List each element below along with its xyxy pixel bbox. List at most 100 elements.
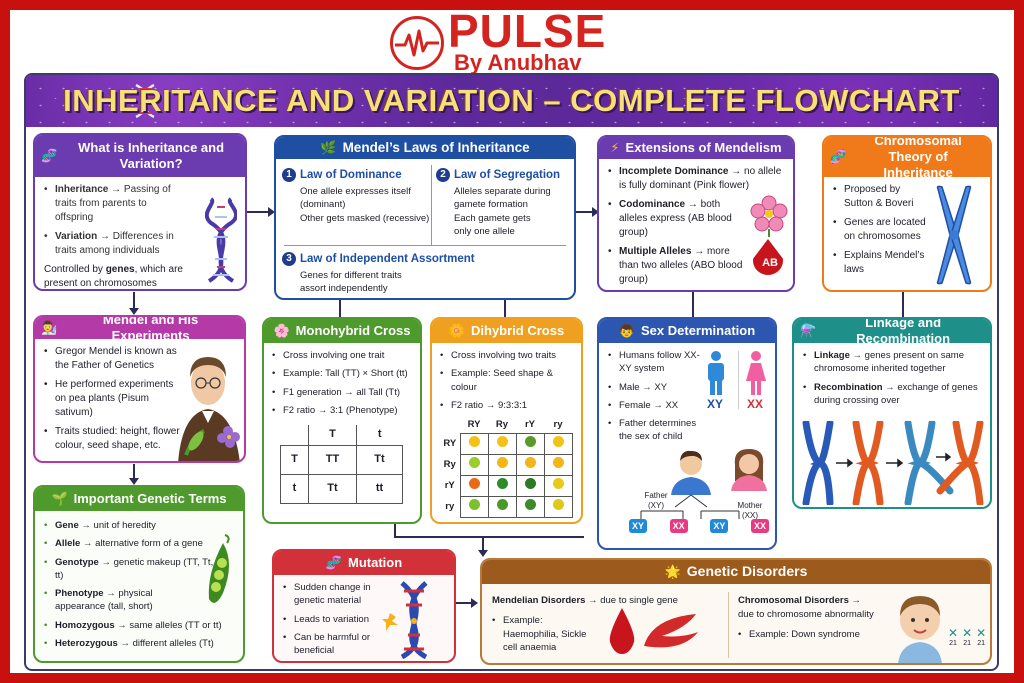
list-item: Sudden change in genetic material (283, 581, 376, 608)
list-item: Leads to variation (283, 613, 376, 627)
list-item: Allele → alternative form of a gene (44, 537, 234, 551)
sprout-icon: 🌿 (320, 139, 337, 155)
pea-seed-icon (552, 478, 564, 490)
list-item: Traits studied: height, flower colour, s… (44, 425, 182, 453)
pea-seed-icon (496, 436, 508, 448)
card-sex-determination: 👦Sex Determination Humans follow XX-XY s… (597, 317, 777, 550)
list-item: Example: Haemophilia, Sickle cell anaemi… (492, 614, 596, 655)
brand-name: PULSE (448, 5, 607, 57)
list-item: Incomplete Dominance → no allele is full… (608, 165, 785, 193)
lightning-icon: ⚡ (610, 139, 620, 155)
connector-line (247, 211, 271, 213)
connector-line (482, 536, 484, 552)
arrow-head (129, 308, 139, 315)
flowchart-frame: INHERITANCE AND VARIATION – COMPLETE FLO… (24, 73, 999, 671)
list-item: Codominance → both alleles express (AB b… (608, 198, 785, 240)
list-item: Cross involving two traits (440, 349, 573, 363)
flask-icon: ⚗️ (800, 322, 817, 338)
arrow-head (268, 207, 275, 217)
list-item: Recombination → exchange of genes during… (803, 381, 981, 408)
chromosome-icon: ✕ (962, 626, 973, 640)
card-title: What is Inheritance and Variation? (78, 139, 225, 171)
pink-flower-icon (750, 195, 788, 237)
card-mendel-experiments: 👨‍🔬 Mendel and His Experiments Gregor Men… (33, 315, 246, 463)
card-title: Mendel and His Experiments (102, 315, 199, 343)
offspring-chip: XX (750, 519, 769, 533)
pea-seed-icon (524, 457, 536, 469)
list-item: Can be harmful or beneficial (283, 631, 376, 658)
list-item: Heterozygous → different alleles (Tt) (44, 637, 234, 651)
dna-icon: 🧬 (41, 147, 58, 163)
card-title: Mutation (348, 554, 403, 570)
card-title: Linkage and Recombination (856, 317, 951, 346)
brand-tagline: By Anubhav (454, 50, 582, 75)
card-title: Chromosomal Theory of Inheritance (874, 135, 962, 181)
offspring-row: XY XX XY XX (629, 519, 769, 533)
list-item: Example: Down syndrome (738, 628, 888, 642)
pea-seed-icon (552, 457, 564, 469)
scientist-icon: 👨‍🔬 (41, 319, 58, 335)
list-item: Multiple Alleles → more than two alleles… (608, 245, 785, 287)
row-header: ry (445, 501, 455, 513)
inheritance-arrows (640, 494, 740, 519)
pea-seed-icon (496, 478, 508, 490)
list-item: Phenotype → physical appearance (tall, s… (44, 587, 234, 614)
card-title: Important Genetic Terms (73, 490, 227, 506)
pea-pod-icon (208, 534, 230, 603)
list-item: Genotype → genetic makeup (TT, Tt, tt) (44, 556, 234, 583)
pea-seed-icon (552, 436, 564, 448)
dna-helix-illustration (205, 197, 237, 283)
list-item: He performed experiments on pea plants (… (44, 378, 182, 420)
flower-icon: 🌸 (273, 322, 290, 338)
male-figure-icon (708, 351, 724, 395)
baby-face-illustration (898, 596, 942, 663)
chromosome-icon: ✕ (948, 626, 959, 640)
dna-icon (135, 83, 155, 119)
card-what-is-inheritance: 🧬 What is Inheritance and Variation? Inhe… (33, 133, 247, 291)
pea-seed-icon (524, 436, 536, 448)
list-item: Variation → Differences in traits among … (44, 230, 185, 258)
father-avatar (671, 450, 711, 495)
list-item: Example: Tall (TT) × Short (tt) (272, 367, 412, 381)
blue-chromosome-illustration (936, 185, 972, 285)
father-label: Father (XY) (644, 491, 668, 511)
card-title: Sex Determination (641, 322, 756, 338)
list-item: F1 generation → all Tall (Tt) (272, 386, 412, 400)
list-item: Example: Seed shape & colour (440, 367, 573, 394)
page-title: INHERITANCE AND VARIATION – COMPLETE FLO… (63, 83, 960, 118)
connector-line (576, 211, 596, 213)
card-genetic-terms: 🌱Important Genetic Terms Gene → unit of … (33, 485, 245, 663)
list-item: Female → XX (608, 399, 705, 413)
offspring-chip: XY (710, 519, 729, 533)
card-extensions-of-mendelism: ⚡ Extensions of Mendelism Incomplete Domi… (597, 135, 795, 292)
card-linkage-recombination: ⚗️ Linkage and Recombination Linkage → ge… (792, 317, 992, 509)
card-dihybrid-cross: 🌼 Dihybrid Cross Cross involving two trai… (430, 317, 583, 524)
card-chromosomal-theory: 🧬Chromosomal Theory of Inheritance Propo… (822, 135, 992, 292)
list-item: Gregor Mendel is known as the Father of … (44, 345, 182, 373)
flower-icon: 🌼 (448, 322, 465, 338)
brand-logo: PULSE By Anubhav (390, 8, 630, 76)
row-header: RY (443, 438, 457, 450)
gregor-mendel-portrait (178, 357, 240, 461)
number-badge: 3 (282, 252, 296, 267)
list-item: Inheritance → Passing of traits from par… (44, 183, 185, 225)
list-item: F2 ratio → 9:3:3:1 (440, 399, 573, 413)
card-title: Extensions of Mendelism (625, 139, 782, 155)
column-header: ry (553, 419, 563, 431)
card-monohybrid-cross: 🌸Monohybrid Cross Cross involving one tr… (262, 317, 422, 524)
list-item: Linkage → genes present on same chromoso… (803, 349, 981, 376)
number-badge: 2 (436, 168, 450, 183)
connector-line (339, 300, 341, 317)
row-header: Ry (443, 459, 456, 471)
connector-line (504, 300, 506, 317)
crossing-over-illustration (802, 421, 984, 505)
connector-line (394, 536, 584, 538)
pea-seed-icon (496, 457, 508, 469)
connector-line (133, 292, 135, 312)
list-item: Cross involving one trait (272, 349, 412, 363)
card-title: Dihybrid Cross (471, 322, 565, 338)
